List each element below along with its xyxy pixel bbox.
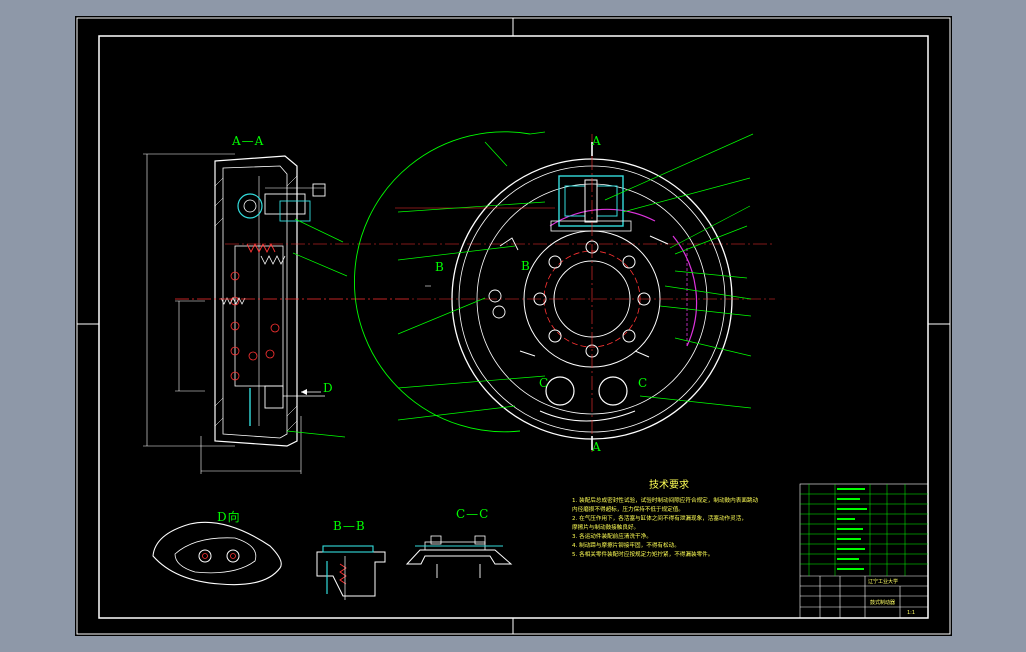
parts-list [800, 484, 928, 576]
marker-b-left: B [435, 260, 445, 274]
marker-c-left: C [539, 376, 550, 390]
cad-drawing [76, 17, 951, 635]
drawing-sheet: A—A D向 B—B C—C A A B B C C D 技术要求 1. 装配后… [75, 16, 952, 636]
parts-list-entries [837, 488, 867, 570]
title-block [799, 483, 929, 619]
tech-req-lines: 1. 装配后总成密封性试验，试验时制动间隙应符合规定，制动鼓内表面跳动 内径磨损… [572, 497, 872, 560]
section-cc-label: C—C [456, 507, 490, 521]
marker-b-right: B [521, 259, 531, 273]
tech-req-line: 4. 制动蹄与摩擦片铆接牢固，不得有松动。 [572, 543, 680, 549]
marker-a-bottom: A [592, 440, 602, 454]
view-d [152, 521, 282, 586]
section-bb-label: B—B [333, 519, 366, 533]
marker-d: D [323, 381, 334, 395]
frame-center-ticks [77, 18, 950, 634]
tech-req-line: 2. 在气压作用下，各活塞与缸体之间不得有泄漏现象，活塞动作灵活， [572, 516, 747, 522]
title-block-drawing-name: 鼓式制动器 [870, 600, 896, 606]
tech-req-title: 技术要求 [649, 480, 689, 491]
tech-req-line: 1. 装配后总成密封性试验，试验时制动间隙应符合规定，制动鼓内表面跳动 [572, 498, 759, 504]
tech-req-line: 内径磨损不得超标，压力保持不低于规定值。 [572, 507, 684, 513]
marker-c-right: C [638, 376, 649, 390]
tech-req-line: 3. 各运动件装配前应清洗干净。 [572, 534, 652, 540]
section-aa-view [143, 153, 775, 474]
tech-req-line: 5. 各相关零件装配时应按规定力矩拧紧，不得漏装零件。 [572, 552, 714, 558]
section-bb [316, 545, 386, 600]
title-block-school: 辽宁工业大学 [868, 579, 899, 585]
section-cc [405, 535, 513, 578]
section-aa-label: A—A [232, 134, 265, 148]
view-d-label: D向 [217, 510, 241, 524]
title-block-scale: 1:1 [907, 610, 916, 616]
marker-a-top: A [592, 134, 602, 148]
front-view [175, 131, 775, 452]
tech-req-line: 摩擦片与制动鼓接触良好。 [572, 525, 640, 531]
